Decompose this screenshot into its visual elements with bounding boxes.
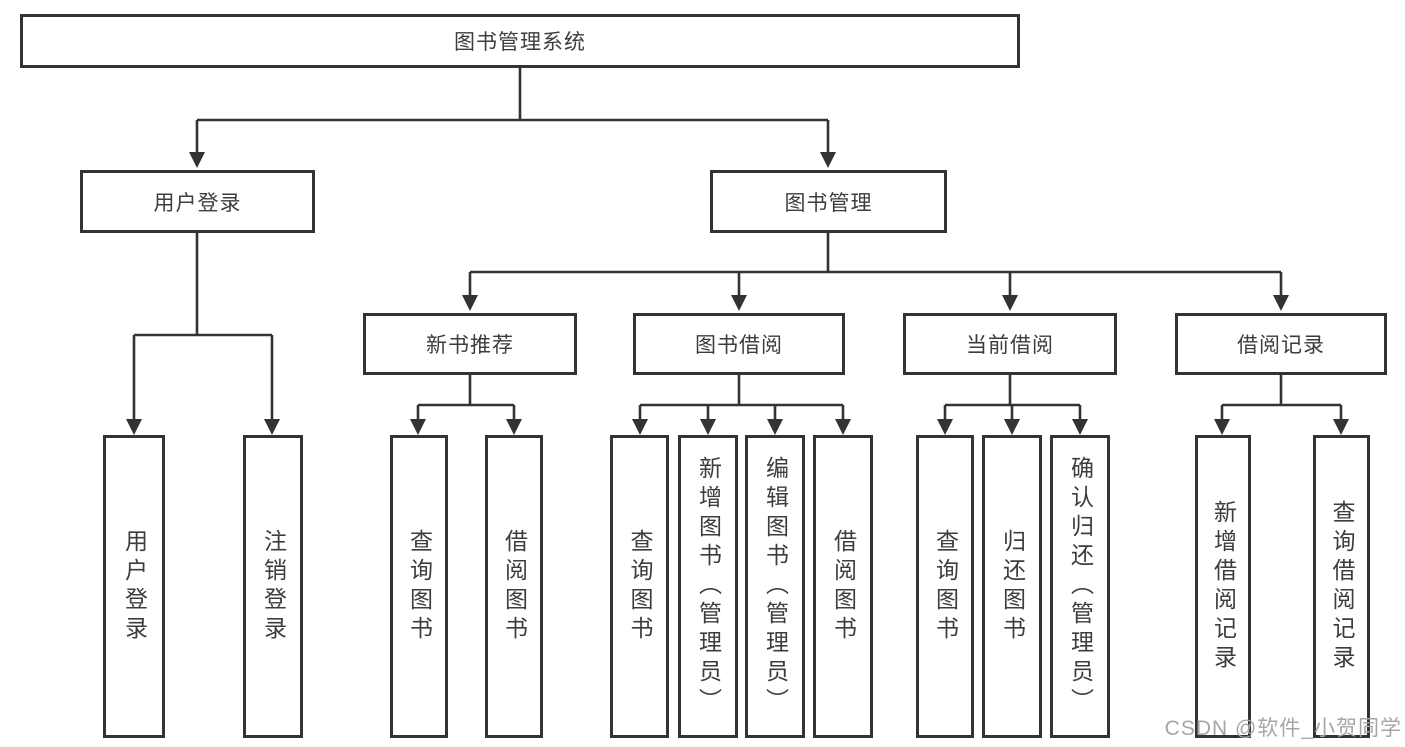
- node-bb-edit-books: 编辑图书（管理员）: [745, 435, 805, 738]
- node-user-login: 用户登录: [80, 170, 315, 233]
- node-bb-add-books: 新增图书（管理员）: [678, 435, 738, 738]
- node-bb-query-books: 查询图书: [610, 435, 669, 738]
- node-leaf-logout: 注销登录: [243, 435, 303, 738]
- node-leaf-user-login: 用户登录: [103, 435, 165, 738]
- node-cb-confirm-return: 确认归还（管理员）: [1050, 435, 1110, 738]
- node-cb-query-books: 查询图书: [916, 435, 974, 738]
- node-rec-query-books: 查询图书: [390, 435, 448, 738]
- node-current-borrowing: 当前借阅: [903, 313, 1117, 375]
- node-rec-borrow-books: 借阅图书: [485, 435, 543, 738]
- node-borrowing-records: 借阅记录: [1175, 313, 1387, 375]
- node-book-borrowing: 图书借阅: [633, 313, 845, 375]
- node-br-add-record: 新增借阅记录: [1195, 435, 1251, 738]
- node-cb-return-books: 归还图书: [982, 435, 1042, 738]
- watermark: CSDN @软件_小贺同学: [1164, 717, 1402, 740]
- node-br-query-record: 查询借阅记录: [1313, 435, 1370, 738]
- node-library-system: 图书管理系统: [20, 14, 1020, 68]
- node-new-book-recommend: 新书推荐: [363, 313, 577, 375]
- node-book-management: 图书管理: [710, 170, 947, 233]
- node-bb-borrow-books: 借阅图书: [813, 435, 873, 738]
